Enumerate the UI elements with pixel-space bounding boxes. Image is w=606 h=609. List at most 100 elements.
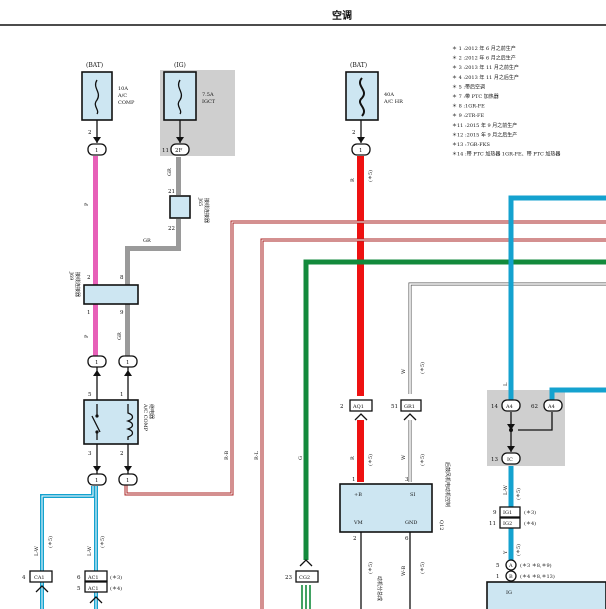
pin-a4-label: A4 xyxy=(505,404,513,410)
fuse-ac-comp-conn xyxy=(87,143,107,156)
fuse-igct-arrow xyxy=(176,137,184,143)
j65-pin-bottom: 22 xyxy=(168,226,175,232)
connector-j65: 21 22 J65 接线连接器 xyxy=(168,189,210,232)
pin-ca1-label: CA1 xyxy=(34,575,45,581)
q12-n2: 2 xyxy=(353,536,357,542)
wire-lw-left-i xyxy=(41,486,94,609)
pin-ig2-box xyxy=(499,517,521,529)
pin-cg2-box xyxy=(295,570,319,583)
fuse-ac-hr-conn-num: 1 xyxy=(359,148,363,154)
junction-arrow xyxy=(507,424,515,430)
pin-ig2-note: (＊4) xyxy=(524,520,536,527)
wire-label-gr2: GR xyxy=(143,238,151,244)
q12-wb-star: (＊5) xyxy=(419,562,426,574)
wire-label-gr3: GR xyxy=(117,332,123,340)
pin-ac1a-note: (＊3) xyxy=(110,574,122,581)
wire-cyan xyxy=(508,195,606,403)
fuse-igct-name: IGCT xyxy=(202,99,216,105)
relay-pin1: 1 xyxy=(120,392,124,398)
note-line: ＊ 8 :1GR-FE xyxy=(452,104,485,110)
pin-ig1-left: 9 xyxy=(493,510,497,516)
fuse-ac-comp-conn-num: 1 xyxy=(95,148,99,154)
wire-label-w2: W xyxy=(401,454,407,460)
wire-gray-2 xyxy=(176,219,181,249)
note-line: ＊ 1 :2012 年 6 月之前生产 xyxy=(452,45,516,52)
q12-name: 后鼓风机电动机控制 xyxy=(444,462,451,507)
wire-green xyxy=(303,259,606,560)
wire-label-p1: P xyxy=(84,202,90,206)
wire-red xyxy=(357,156,364,396)
wire-label-y: Y xyxy=(503,550,509,555)
pin-a4b-conn xyxy=(543,399,563,412)
pin-ca1-chev xyxy=(35,585,49,593)
wire-label-lw1: L-W xyxy=(34,545,40,556)
fuse-ac-comp-source: (BAT) xyxy=(86,62,103,69)
note-line: ＊11 :2015 年 9 月之前生产 xyxy=(452,122,517,129)
fuse-igct-conn-num: 2F xyxy=(175,148,182,154)
pin-aq1-left: 2 xyxy=(340,404,344,410)
fuse-igct-rating: 7.5A xyxy=(202,92,214,98)
q12-pin-vm: VM xyxy=(353,520,363,526)
pin-b-left: 1 xyxy=(496,574,500,580)
fuse-ac-hr-conn xyxy=(351,143,371,156)
pin-a-circle xyxy=(505,559,517,571)
wire-pink xyxy=(93,156,98,360)
fuse-ac-hr-pin: 2 xyxy=(352,130,356,136)
wire-label-rb: R-B xyxy=(224,451,230,460)
relay-coil xyxy=(125,404,134,440)
note-line: ＊ 4 :2013 年 11 月之后生产 xyxy=(452,74,519,81)
junction-dot xyxy=(509,428,513,432)
q12-id: Q12 xyxy=(438,520,444,530)
relay-arrow-l xyxy=(93,370,101,376)
pin-a-note: (＊3 ＊8,＊9) xyxy=(520,562,552,569)
relay-switch-dot-2 xyxy=(95,430,99,434)
junction-arrow-2 xyxy=(507,446,515,452)
note-line: ＊ 5 :带后空调 xyxy=(452,83,485,90)
wire-label-lw-star: (＊5) xyxy=(47,536,54,548)
pin-ig1-note: (＊3) xyxy=(524,509,536,516)
fuse-ac-hr-source: (BAT) xyxy=(350,62,367,69)
pins-ig: 9 IG1 (＊3) 11 IG2 (＊4) 5 A (＊3 ＊8,＊9) 1 … xyxy=(486,506,606,609)
fuse-ac-hr-symbol xyxy=(359,77,365,117)
pin-aq1-label: AQ1 xyxy=(352,404,364,410)
pin-ac1a-label: AC1 xyxy=(87,575,99,581)
pin-ac1b-left: 5 xyxy=(77,586,81,592)
relay-conn-bot-l xyxy=(87,473,107,486)
relay-arrow-br xyxy=(124,466,132,472)
pin-a4b-label: A4 xyxy=(547,404,555,410)
relay-pin2: 2 xyxy=(120,451,124,457)
q12-n1: 1 xyxy=(352,477,356,483)
relay-name1: A/C COMP xyxy=(142,403,148,432)
wire-label-w-star: (＊5) xyxy=(419,362,426,374)
pin-ig1-label: IG1 xyxy=(503,510,512,516)
fuse-ac-comp-rating: 10A xyxy=(118,86,128,92)
pin-ca1-box xyxy=(29,570,53,583)
fuse-igct-source: (IG) xyxy=(174,62,186,69)
wire-gray-4 xyxy=(125,246,130,286)
wire-label-rl: R-L xyxy=(254,451,260,460)
note-line: ＊ 7 :带 PTC 加热器 xyxy=(452,93,499,100)
fuse-ac-hr-box xyxy=(345,71,379,121)
pin-aq1-chev xyxy=(354,413,368,421)
wire-label-gr1: GR xyxy=(167,168,173,176)
notes-list: ＊ 1 :2012 年 6 月之前生产 ＊ 2 :2012 年 6 月之后生产 ＊ … xyxy=(452,45,560,158)
wire-label-w: W xyxy=(401,368,407,374)
wire-label-lw3: L-W xyxy=(503,484,509,495)
note-line: ＊14 :带 PTC 加热器 1GR-FE、带 PTC 加热器 xyxy=(452,151,560,158)
fuse-ac-hr-arrow xyxy=(357,137,365,143)
note-line: ＊ 2 :2012 年 6 月之后生产 xyxy=(452,55,516,62)
j69-box xyxy=(83,284,139,305)
wire-label-w2-star: (＊5) xyxy=(419,454,426,466)
wire-label-p2: P xyxy=(84,334,90,338)
wire-white xyxy=(408,282,606,394)
j65-box xyxy=(169,195,191,219)
j69-id: J69 xyxy=(68,271,74,280)
fuse-ac-comp: (BAT) 10A A/C COMP 2 1 xyxy=(81,62,135,156)
wire-red-2 xyxy=(357,420,364,482)
wire-label-y-star: (＊5) xyxy=(515,544,522,556)
pin-gr1-left: 51 xyxy=(391,404,398,410)
wire-gray-5 xyxy=(125,304,130,360)
wire-label-g: G xyxy=(298,456,304,460)
j69-pin-tr: 8 xyxy=(120,275,124,281)
